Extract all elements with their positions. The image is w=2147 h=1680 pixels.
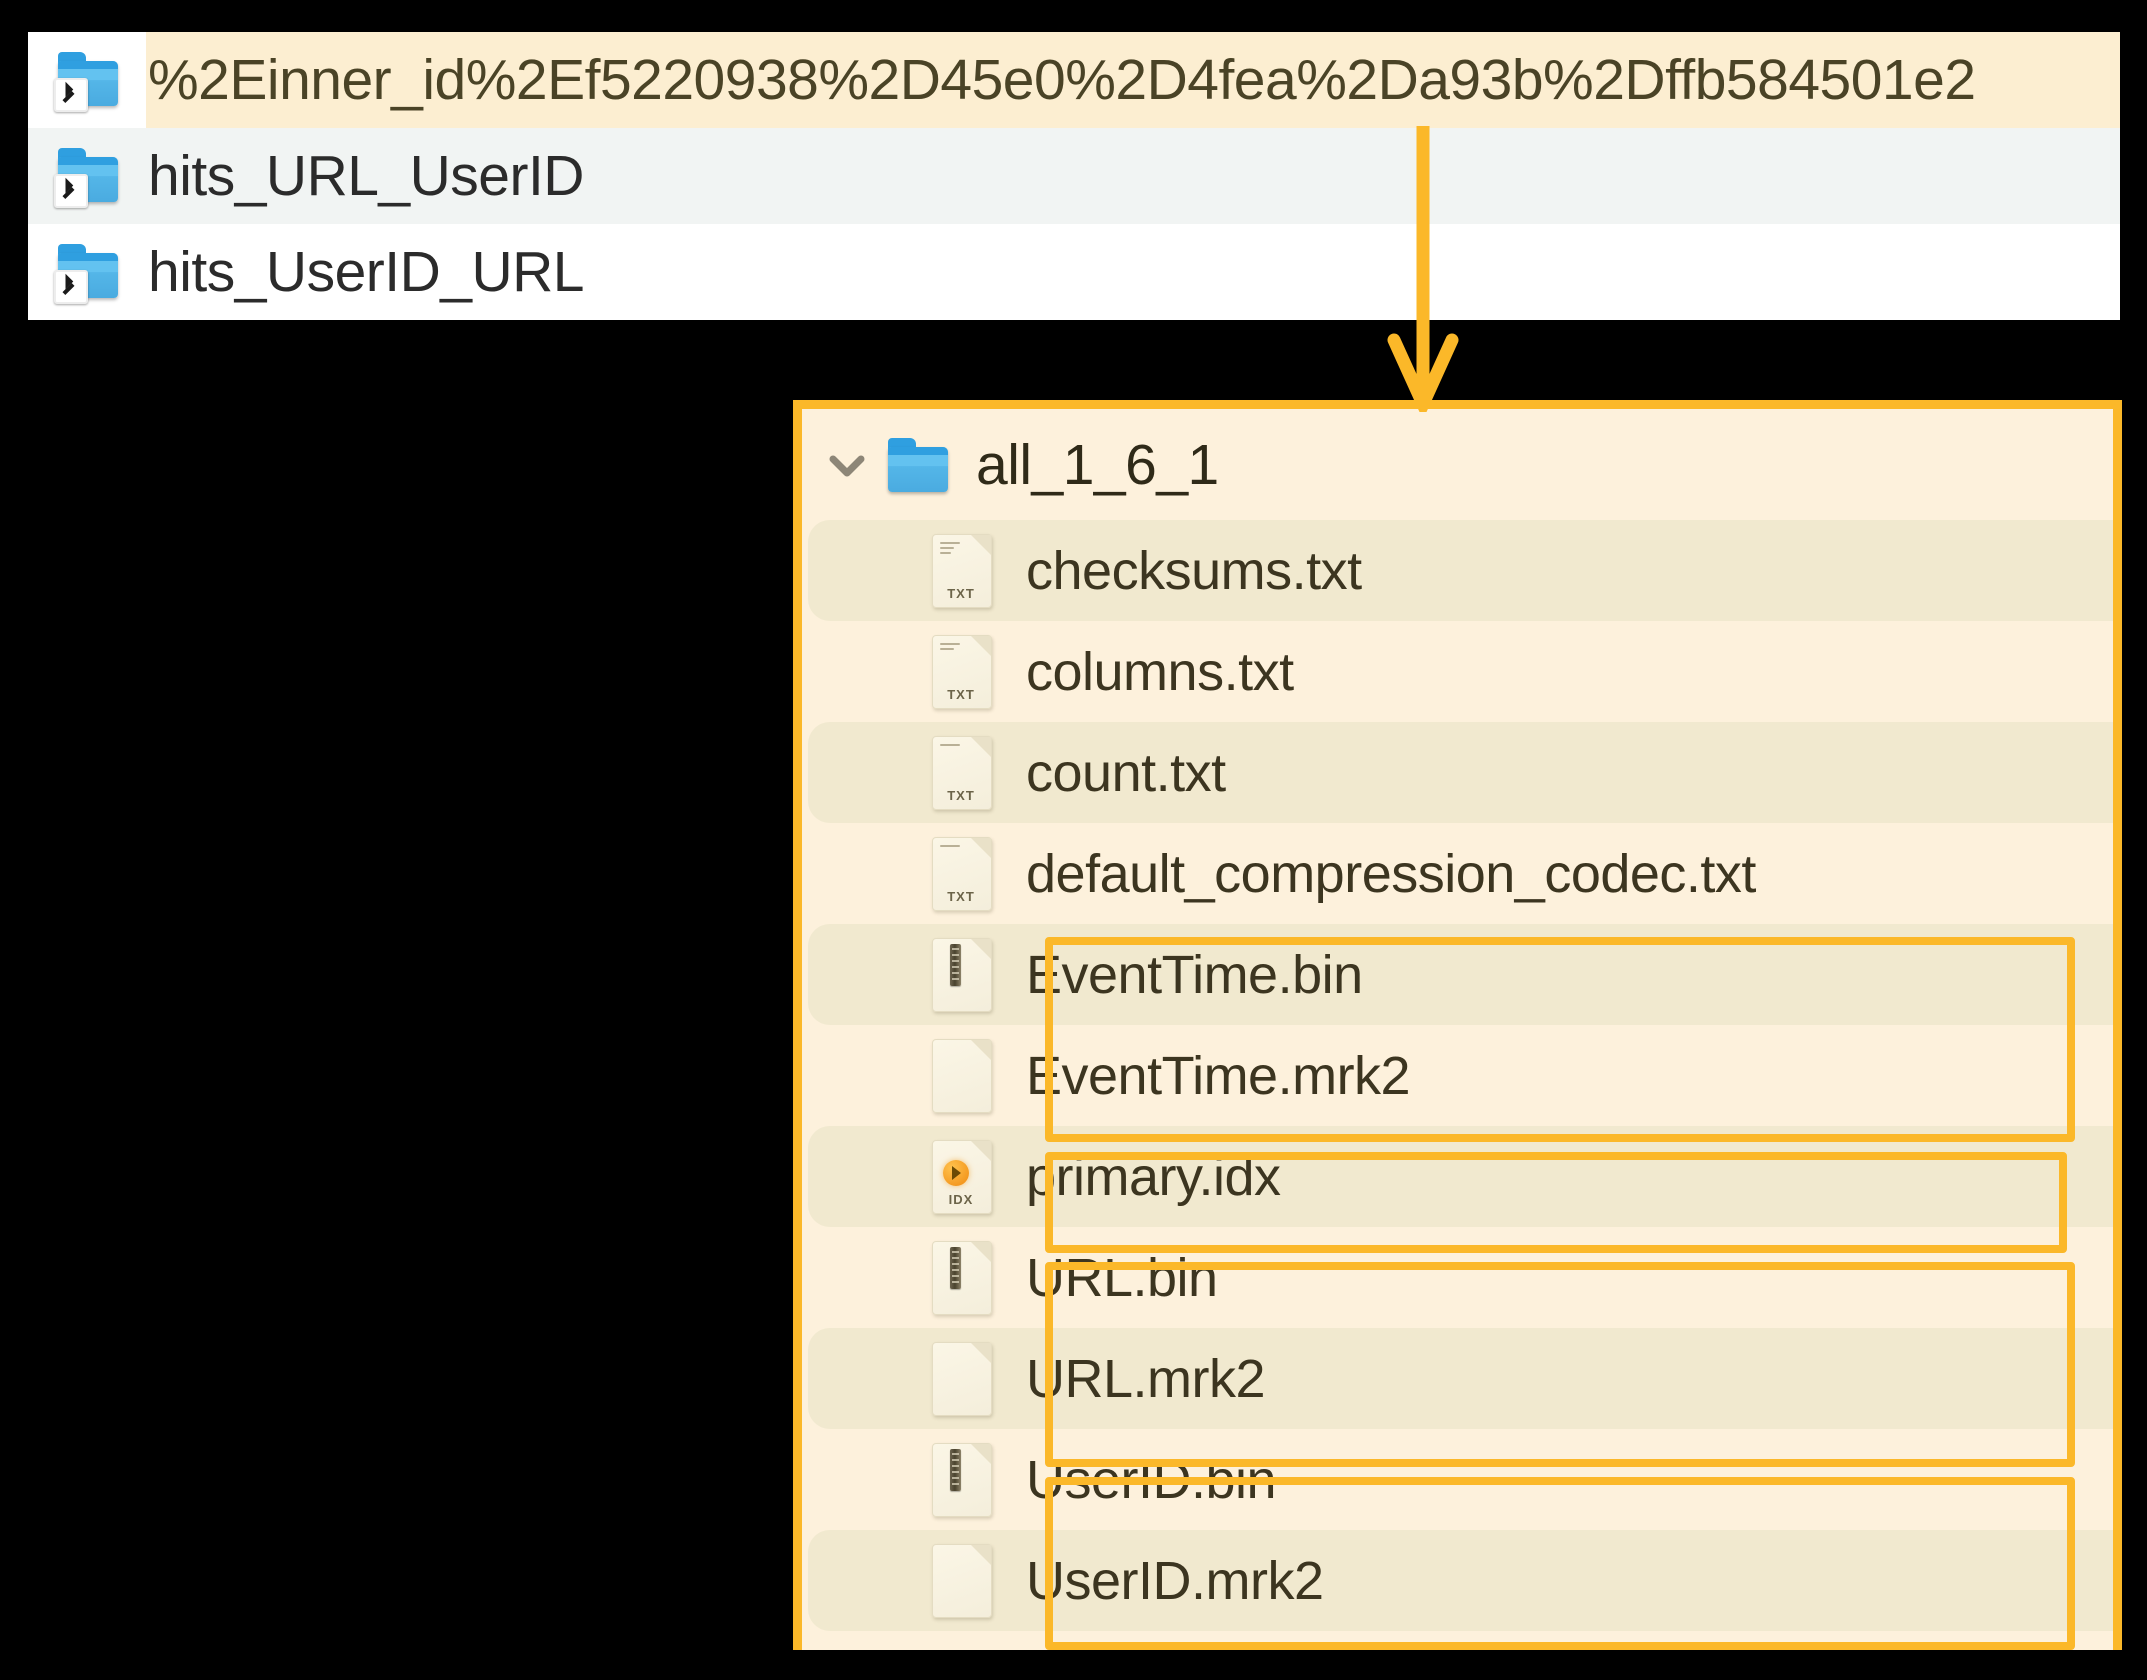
bin-file-icon [932, 1240, 992, 1315]
bin-file-icon [932, 1442, 992, 1517]
idx-file-icon: IDX [932, 1139, 992, 1214]
file-ext-tag: TXT [947, 585, 975, 601]
row-stripe [808, 520, 2113, 621]
file-label: UserID.mrk2 [1026, 1550, 1324, 1611]
file-label: columns.txt [1026, 641, 1294, 702]
blank-file-icon [932, 1038, 992, 1113]
list-item-label: hits_UserID_URL [148, 240, 584, 304]
file-label: primary.idx [1026, 1146, 1281, 1207]
file-label: count.txt [1026, 742, 1226, 803]
tree-folder-row[interactable]: all_1_6_1 [802, 409, 2113, 520]
file-label: EventTime.bin [1026, 944, 1363, 1005]
file-label: default_compression_codec.txt [1026, 843, 1756, 904]
row-stripe [808, 1328, 2113, 1429]
file-row[interactable]: EventTime.bin [802, 924, 2113, 1025]
row-highlight [146, 32, 2120, 128]
file-row[interactable]: URL.bin [802, 1227, 2113, 1328]
row-stripe [808, 924, 2113, 1025]
file-label: UserID.bin [1026, 1449, 1277, 1510]
file-row[interactable]: UserID.bin [802, 1429, 2113, 1530]
row-stripe [808, 1126, 2113, 1227]
file-label: URL.bin [1026, 1247, 1218, 1308]
txt-file-icon: TXT [932, 836, 992, 911]
txt-file-icon: TXT [932, 634, 992, 709]
file-row[interactable]: TXT checksums.txt [802, 520, 2113, 621]
folder-symlink-icon [54, 50, 122, 112]
file-row[interactable]: UserID.mrk2 [802, 1530, 2113, 1631]
file-label: EventTime.mrk2 [1026, 1045, 1411, 1106]
list-item[interactable]: hits_UserID_URL [28, 224, 2120, 320]
file-row[interactable]: TXT columns.txt [802, 621, 2113, 722]
file-ext-tag: TXT [947, 888, 975, 904]
list-item-label: %2Einner_id%2Ef5220938%2D45e0%2D4fea%2Da… [148, 48, 1976, 112]
file-row[interactable]: IDX primary.idx [802, 1126, 2113, 1227]
chevron-down-icon[interactable] [824, 442, 870, 488]
file-row[interactable]: URL.mrk2 [802, 1328, 2113, 1429]
txt-file-icon: TXT [932, 533, 992, 608]
file-ext-tag: TXT [947, 787, 975, 803]
row-stripe [808, 1530, 2113, 1631]
row-stripe [808, 722, 2113, 823]
file-row[interactable]: EventTime.mrk2 [802, 1025, 2113, 1126]
blank-file-icon [932, 1543, 992, 1618]
file-row[interactable]: TXT default_compression_codec.txt [802, 823, 2113, 924]
down-arrow-annotation [1387, 126, 1459, 412]
file-row[interactable]: TXT count.txt [802, 722, 2113, 823]
part-directory-panel: all_1_6_1 TXT checksums.txt TXT columns.… [793, 400, 2122, 1650]
txt-file-icon: TXT [932, 735, 992, 810]
folder-symlink-icon [54, 146, 122, 208]
folder-symlink-icon [54, 242, 122, 304]
file-ext-tag: IDX [948, 1191, 974, 1207]
folder-icon [886, 436, 954, 494]
symlink-folder-list: %2Einner_id%2Ef5220938%2D45e0%2D4fea%2Da… [28, 32, 2120, 320]
file-ext-tag: TXT [947, 686, 975, 702]
list-item-label: hits_URL_UserID [148, 144, 584, 208]
list-item[interactable]: hits_URL_UserID [28, 128, 2120, 224]
list-item[interactable]: %2Einner_id%2Ef5220938%2D45e0%2D4fea%2Da… [28, 32, 2120, 128]
bin-file-icon [932, 937, 992, 1012]
file-label: checksums.txt [1026, 540, 1362, 601]
file-label: URL.mrk2 [1026, 1348, 1266, 1409]
folder-label: all_1_6_1 [976, 432, 1219, 497]
blank-file-icon [932, 1341, 992, 1416]
